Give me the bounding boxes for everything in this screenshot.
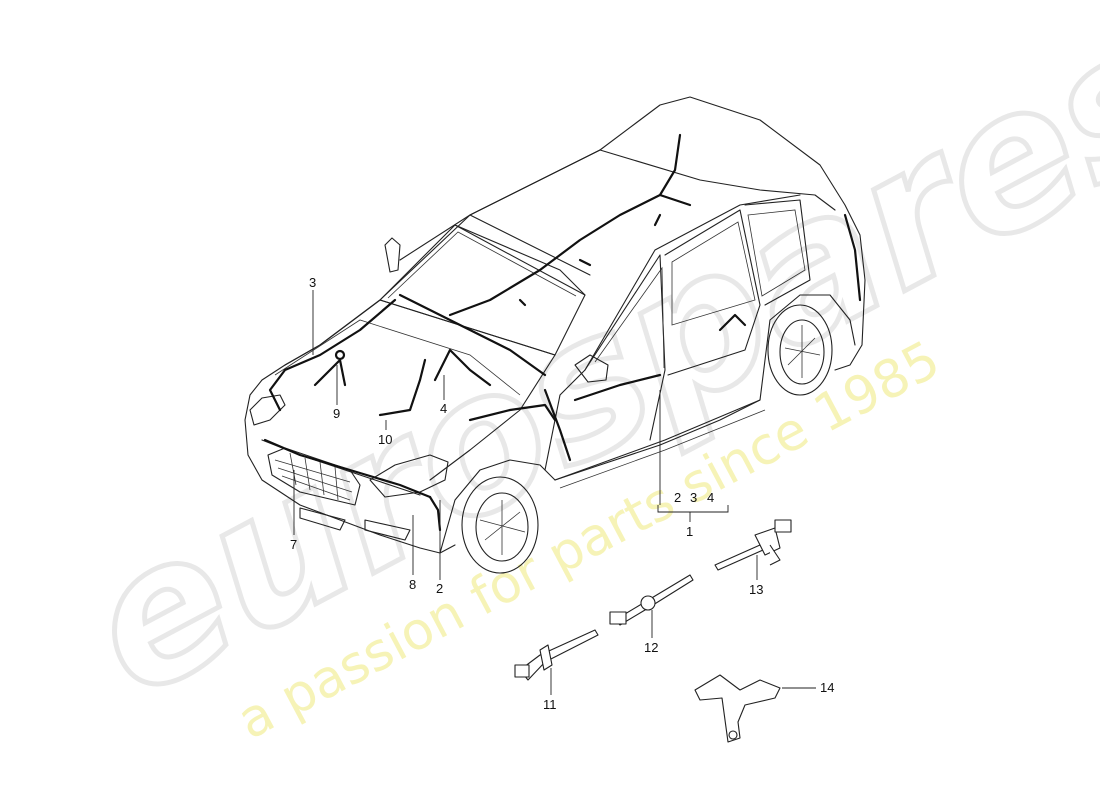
- callout-group-3: 3: [690, 490, 697, 505]
- callout-12: 12: [644, 640, 658, 655]
- callout-group-2: 2: [674, 490, 681, 505]
- callouts: 3 9 10 4 7 8 2 2 3 4 1 11 12 13 14: [290, 275, 834, 712]
- callout-11: 11: [543, 697, 557, 712]
- callout-2: 2: [436, 581, 443, 596]
- callout-7: 7: [290, 537, 297, 552]
- wiring-harness-icon: [263, 133, 862, 532]
- part-12-cable-tie-icon: [609, 574, 694, 626]
- callout-10: 10: [378, 432, 392, 447]
- callout-group-4: 4: [707, 490, 714, 505]
- callout-8: 8: [409, 577, 416, 592]
- leader-lines: [293, 290, 816, 695]
- callout-13: 13: [749, 582, 763, 597]
- callout-9: 9: [333, 406, 340, 421]
- watermark-logo: eurospares: [52, 0, 1100, 740]
- callout-1: 1: [686, 524, 693, 539]
- vehicle-outline-icon: [244, 96, 866, 574]
- part-11-cable-tie-icon: [514, 629, 599, 681]
- part-13-cable-tie-icon: [714, 519, 792, 571]
- callout-14: 14: [820, 680, 834, 695]
- part-14-bracket-icon: [694, 674, 781, 743]
- callout-4: 4: [440, 401, 447, 416]
- callout-3: 3: [309, 275, 316, 290]
